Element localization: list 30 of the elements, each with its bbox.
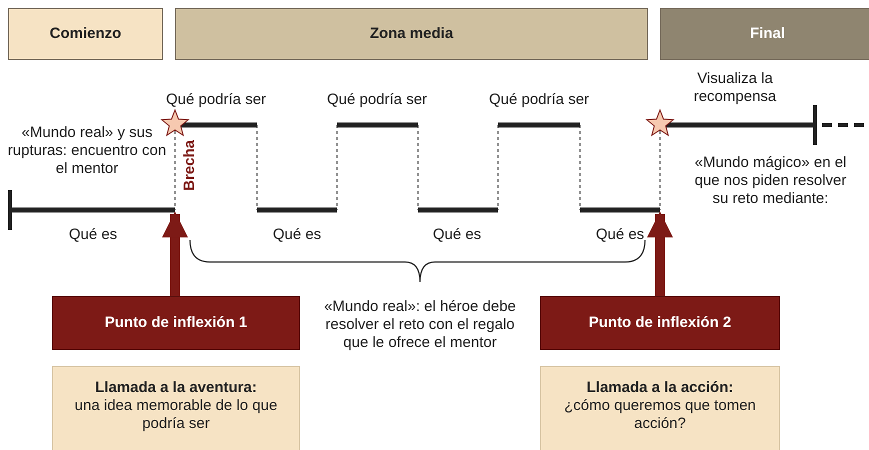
body-text: una idea memorable de lo que podría ser xyxy=(74,397,278,433)
annotation-text: Qué podría ser xyxy=(488,91,590,109)
annotation-text: Visualiza la recompensa xyxy=(692,70,778,106)
annotation-text: Qué es xyxy=(272,226,322,244)
annotation-text: «Mundo real»: el héroe debe resolver el reto con el regalo que le ofrece el mentor xyxy=(323,298,517,352)
annotation-text: «Mundo real» y sus rupturas: encuentro con el mentor xyxy=(6,124,168,178)
heading-text: Punto de inflexión 1 xyxy=(104,314,248,332)
annotation-text: «Mundo mágico» en el que nos piden resolver su reto mediante: xyxy=(694,154,848,208)
annotation-text: Qué es xyxy=(68,226,118,244)
heading-text: Llamada a la aventura: xyxy=(94,379,258,397)
body-text: ¿cómo queremos que tomen acción? xyxy=(563,397,757,433)
heading-text: Final xyxy=(748,25,786,43)
call-to-action-box xyxy=(540,366,780,450)
gap-label: Brecha xyxy=(181,140,199,191)
annotation-text: Qué es xyxy=(432,226,482,244)
annotation-text: Qué podría ser xyxy=(164,91,268,109)
arrow xyxy=(647,211,673,296)
arrow xyxy=(162,211,188,296)
heading-text: Zona media xyxy=(368,25,454,43)
turning-point-box xyxy=(540,296,780,350)
call-to-adventure-box xyxy=(52,366,300,450)
heading-text: Comienzo xyxy=(48,25,122,43)
section-band xyxy=(660,8,869,60)
heading-text: Punto de inflexión 2 xyxy=(588,314,732,332)
turning-point-box xyxy=(52,296,300,350)
annotation-text: Qué es xyxy=(594,226,646,244)
section-band xyxy=(8,8,163,60)
heading-text: Llamada a la acción: xyxy=(586,379,734,397)
section-band xyxy=(175,8,648,60)
annotation-text: Qué podría ser xyxy=(326,91,428,109)
